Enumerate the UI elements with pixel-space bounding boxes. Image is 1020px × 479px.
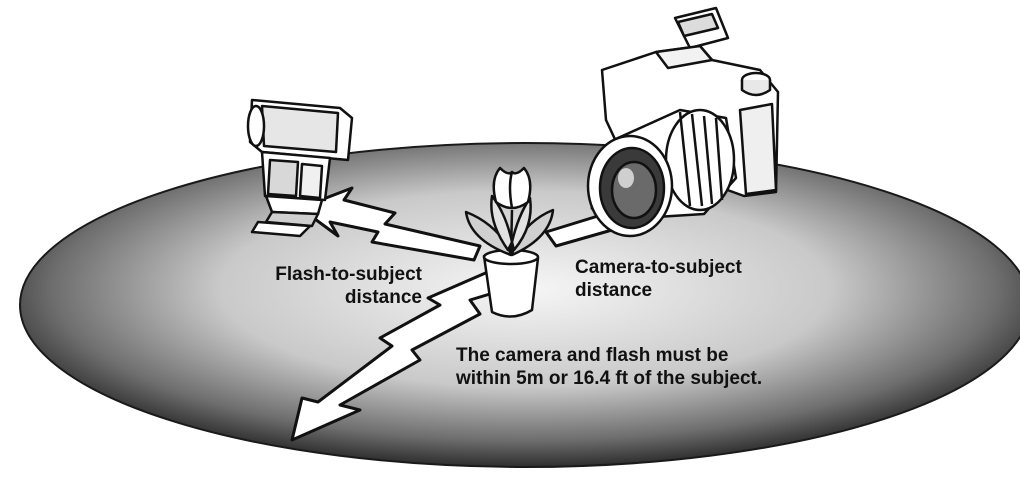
camera-label-line-2: distance [575, 280, 653, 301]
flash-label-line-2: distance [344, 287, 422, 308]
flash-label-line-1: Flash-to-subject [275, 264, 422, 285]
potted-tulip-icon [464, 166, 555, 318]
range-note-label: The camera and flash must be within 5m o… [456, 344, 762, 390]
camera-to-subject-label: Camera-to-subject distance [575, 256, 742, 302]
range-arrow [290, 266, 532, 442]
external-flash-unit-icon [246, 98, 354, 238]
range-note-line-1: The camera and flash must be [456, 345, 729, 366]
flash-to-subject-arrow [298, 186, 482, 262]
dslr-camera-icon [586, 6, 780, 238]
range-note-line-2: within 5m or 16.4 ft of the subject. [456, 368, 763, 389]
flash-to-subject-label: Flash-to-subject distance [236, 263, 422, 309]
camera-label-line-1: Camera-to-subject [575, 257, 742, 278]
